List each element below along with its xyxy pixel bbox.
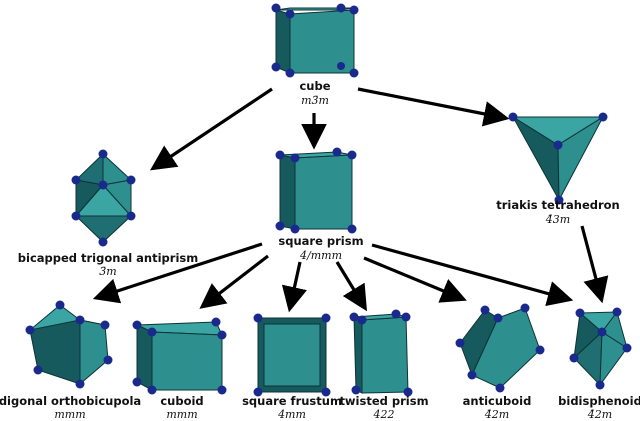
arrow-cube-to-triakis	[357, 87, 510, 127]
node-group-bisphenoid: 4̄2m	[587, 408, 612, 421]
node-label-frustum: square frustum	[242, 394, 342, 408]
node-label-bicapped: bicapped trigonal antiprism	[18, 251, 198, 265]
triakis-tetrahedron-shape	[508, 112, 608, 205]
arrow-prism-to-cuboid	[199, 254, 269, 309]
node-label-cuboid: cuboid	[160, 394, 203, 408]
node-label-bisphenoid: bidisphenoid	[558, 394, 640, 408]
node-group-twisted: 422	[373, 408, 395, 421]
node-group-square-prism: 4/mmm	[299, 249, 342, 262]
arrow-prism-to-frustum	[281, 261, 307, 313]
arrow-prism-to-digonal	[92, 242, 263, 304]
arrow-prism-to-twisted	[335, 261, 367, 312]
digonal-orthobicupola-shape	[25, 300, 113, 389]
node-group-bicapped: 3̄m	[99, 265, 116, 278]
node-label-digonal: digonal orthobicupola	[0, 394, 141, 408]
square-prism-shape	[275, 147, 357, 234]
twisted-prism-shape	[349, 309, 413, 397]
anticuboid-shape	[455, 303, 545, 393]
cube-shape	[271, 3, 359, 78]
node-group-anticuboid: 4̄2m	[484, 408, 509, 421]
arrow-prism-to-anticuboid	[363, 256, 467, 303]
node-group-digonal: mmm	[54, 408, 85, 421]
arrow-prism-to-bisphenoid	[371, 243, 574, 307]
bidisphenoid-shape	[569, 307, 632, 390]
square-frustum-shape	[253, 313, 331, 397]
node-group-cube: m3̄m	[301, 94, 329, 107]
bicapped-trigonal-antiprism-shape	[71, 149, 136, 247]
node-group-triakis: 4̄3m	[545, 213, 570, 226]
node-group-cuboid: mmm	[166, 408, 197, 421]
arrow-triakis-to-bisphenoid	[580, 225, 609, 304]
node-label-anticuboid: anticuboid	[463, 394, 532, 408]
arrow-cube-to-bicapped	[150, 87, 273, 171]
arrows	[92, 87, 609, 313]
node-group-frustum: 4mm	[277, 408, 306, 421]
node-label-cube: cube	[299, 79, 330, 93]
cuboid-shape	[132, 317, 227, 395]
node-label-square-prism: square prism	[278, 234, 363, 248]
node-label-twisted: twisted prism	[339, 394, 428, 408]
node-label-triakis: triakis tetrahedron	[496, 198, 620, 212]
